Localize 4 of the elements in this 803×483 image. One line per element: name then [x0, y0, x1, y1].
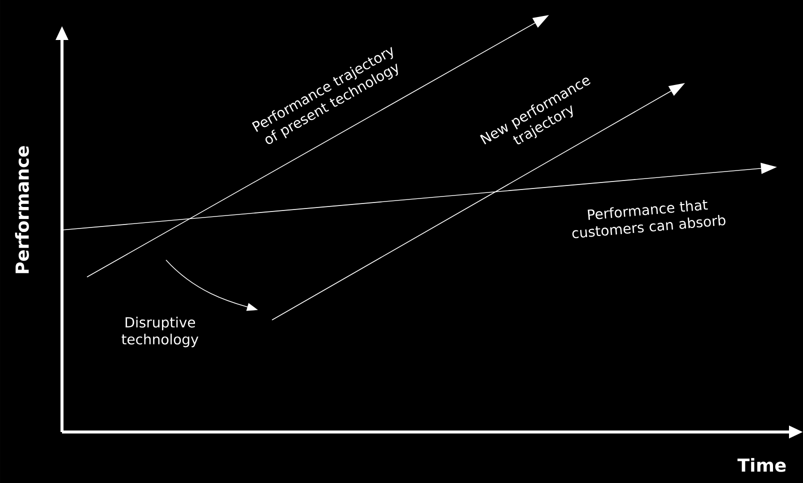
annotation-text: Disruptive technology: [122, 316, 198, 348]
axis-label: Time: [737, 458, 786, 472]
axis-label: Performance: [15, 146, 29, 274]
line-label: Performance that customers can absorb: [572, 200, 726, 238]
